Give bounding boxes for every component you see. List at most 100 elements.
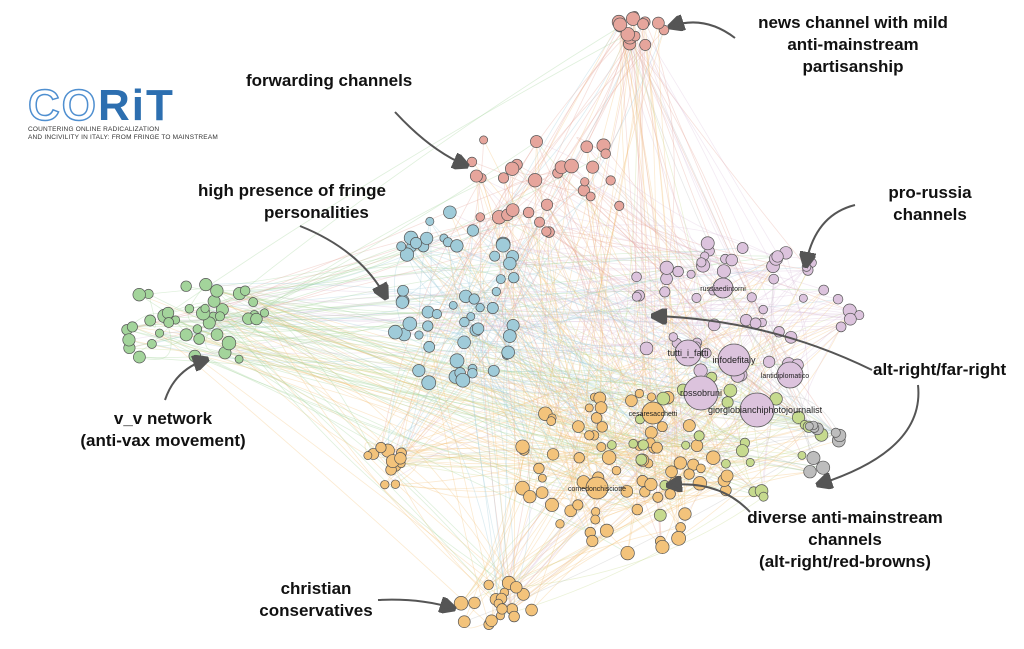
node (540, 198, 554, 211)
node (555, 519, 565, 529)
edge (513, 277, 652, 485)
edge (619, 25, 677, 485)
edge (394, 221, 540, 466)
edge (515, 255, 706, 588)
edge (205, 284, 502, 599)
edge (506, 355, 531, 588)
node (146, 339, 157, 349)
node (449, 353, 465, 369)
node (459, 316, 470, 328)
node (466, 156, 478, 168)
edge (678, 289, 825, 539)
node (423, 341, 436, 353)
edge (626, 480, 725, 500)
edge (464, 432, 836, 623)
node (835, 321, 847, 333)
node (487, 364, 500, 377)
edge (589, 432, 728, 477)
edge (224, 352, 728, 477)
node (161, 306, 175, 320)
edge (216, 290, 524, 595)
node (678, 507, 692, 521)
node (590, 412, 603, 424)
node (671, 530, 686, 546)
edge (480, 216, 705, 257)
edge (600, 265, 774, 408)
edge (488, 462, 681, 586)
edge (584, 181, 652, 398)
edge (618, 21, 676, 483)
edge (629, 37, 687, 446)
node (816, 460, 831, 475)
node-tutti-i-fatti: tutti_i_fatti (667, 339, 709, 367)
edge (449, 212, 554, 455)
edge (586, 146, 603, 398)
edge (642, 374, 741, 461)
edge (400, 246, 671, 495)
node (126, 321, 138, 333)
edge (666, 267, 686, 514)
edge (395, 462, 417, 485)
edge (402, 247, 743, 303)
node (631, 271, 642, 283)
edge (132, 326, 382, 448)
edge (516, 164, 727, 491)
edge (508, 352, 769, 404)
edge (392, 460, 673, 486)
edge (639, 417, 799, 447)
edge (254, 168, 513, 316)
node (390, 479, 401, 489)
edge (406, 254, 649, 464)
node-label: giorgiobianchiphotojournalist (708, 405, 823, 415)
edge (592, 471, 811, 542)
edge (239, 259, 732, 294)
node (644, 477, 658, 491)
edge (472, 221, 540, 369)
node (450, 239, 464, 253)
node (600, 148, 611, 159)
edge (618, 21, 704, 266)
node (425, 216, 435, 226)
node (763, 355, 776, 368)
edge (494, 255, 824, 469)
node (696, 257, 707, 268)
edge (492, 287, 713, 309)
node (768, 273, 780, 285)
edge (468, 230, 515, 617)
edge (535, 141, 593, 542)
node (572, 420, 585, 433)
edge (539, 221, 818, 430)
edge (666, 267, 708, 371)
edge (500, 398, 777, 617)
node (725, 253, 738, 267)
node (647, 392, 657, 402)
edge (394, 342, 698, 466)
edge (557, 172, 681, 464)
node (422, 320, 434, 332)
node (682, 419, 696, 433)
edge (456, 357, 595, 398)
edge (675, 364, 738, 485)
node (613, 17, 628, 32)
node (701, 347, 712, 359)
node (453, 596, 469, 611)
node (535, 486, 549, 499)
node (394, 452, 407, 465)
edge (494, 15, 635, 257)
node (210, 284, 224, 298)
node (628, 439, 638, 449)
edge (788, 269, 808, 273)
corit-logo: CORiT COUNTERING ONLINE RADICALIZATION A… (27, 81, 218, 141)
edge (209, 322, 814, 426)
edge (619, 25, 713, 378)
edge (427, 312, 490, 625)
edge (605, 37, 633, 154)
edge (198, 141, 537, 340)
edge (447, 242, 501, 616)
node-label: rossobruni (680, 388, 722, 398)
edge (175, 319, 649, 464)
edge (589, 407, 762, 492)
edge (244, 290, 673, 486)
edge (675, 326, 842, 486)
